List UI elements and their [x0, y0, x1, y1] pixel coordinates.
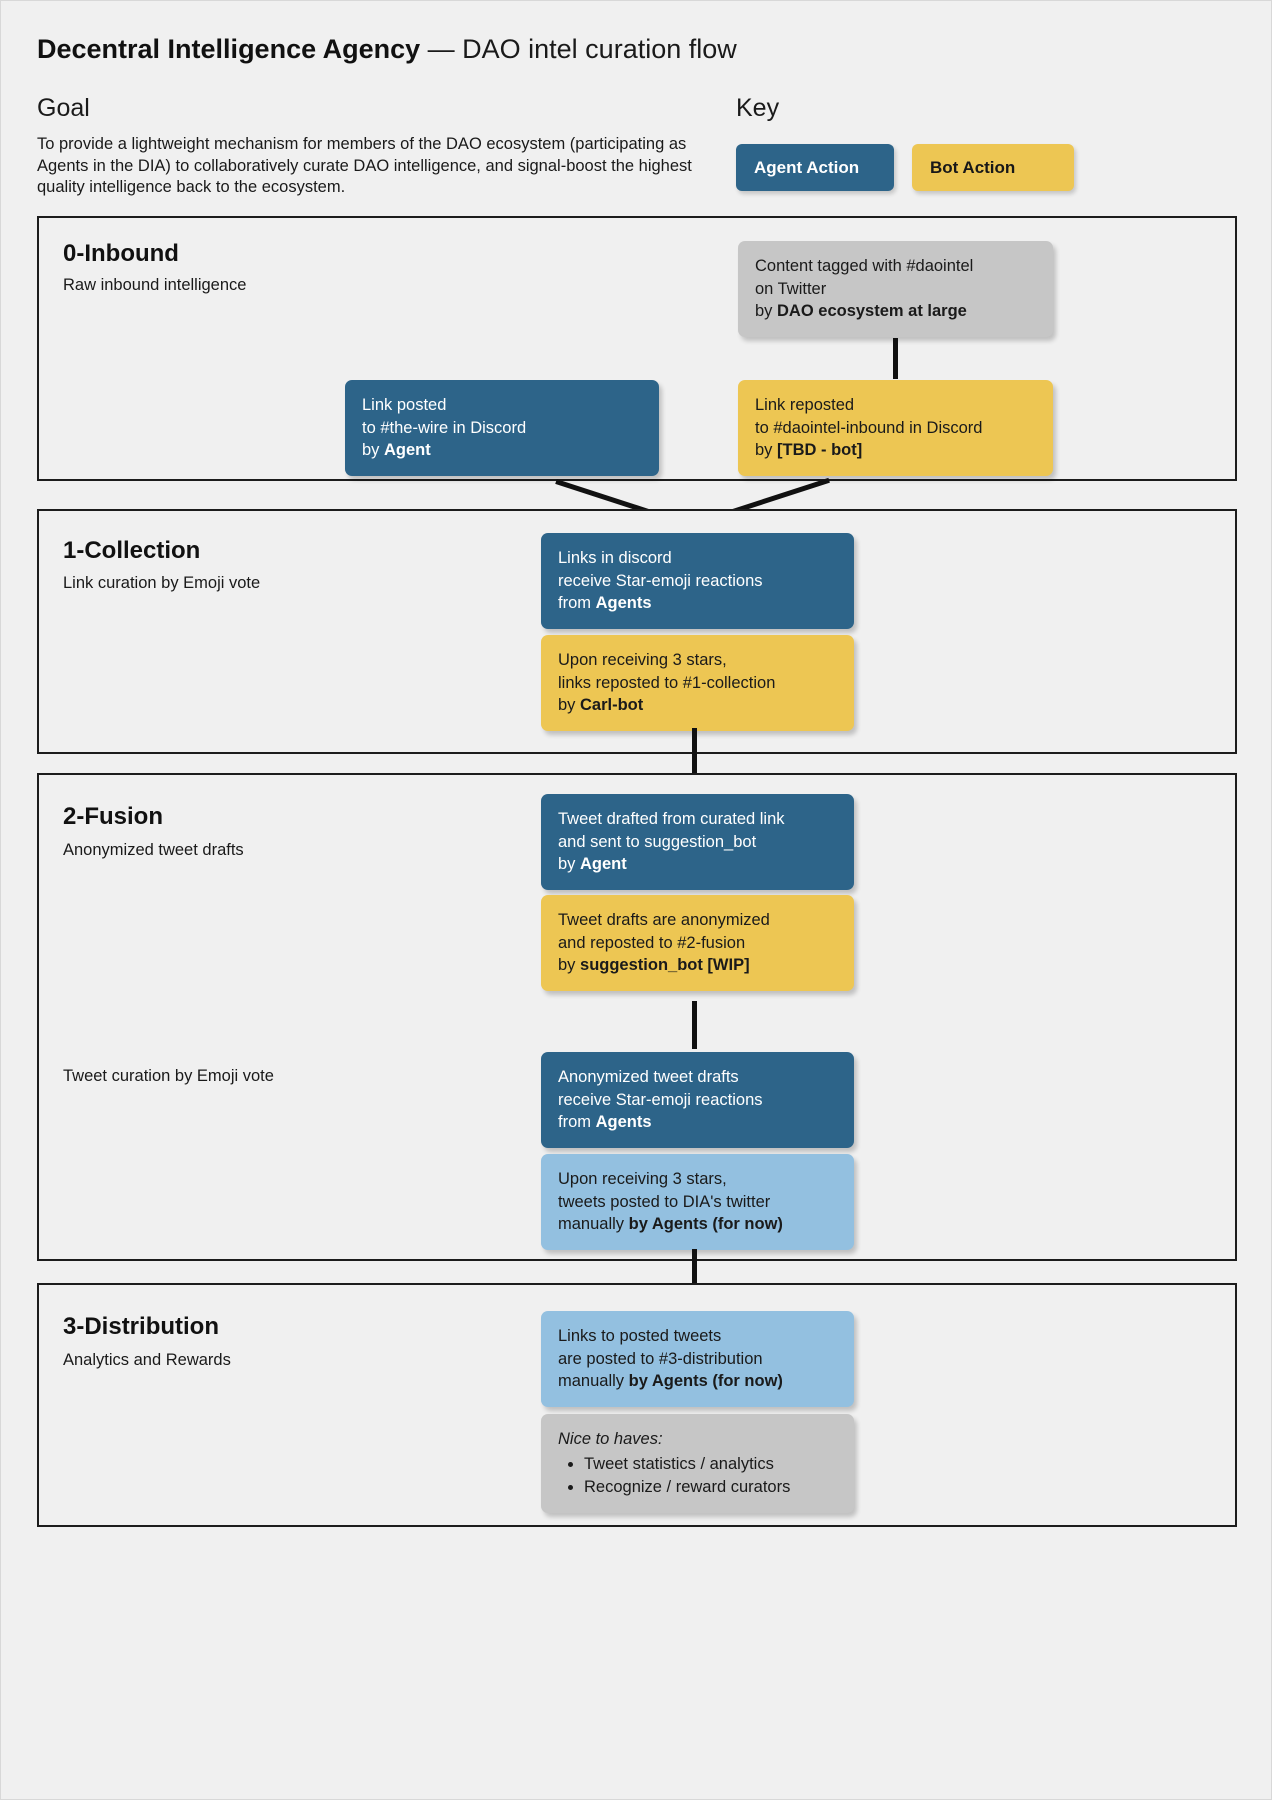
node-links-reposted-collection: Upon receiving 3 stars, links reposted t…	[541, 635, 854, 731]
stage-2-subtitle-curation: Tweet curation by Emoji vote	[63, 1067, 274, 1085]
stage-1-title: 1-Collection	[63, 537, 201, 564]
key-legend: Agent Action Bot Action	[736, 144, 1074, 191]
node-link-posted-wire: Link posted to #the-wire in Discord by A…	[345, 380, 659, 476]
legend-bot-action: Bot Action	[912, 144, 1074, 191]
node-links-star-l3: from	[558, 594, 596, 612]
stage-0-subtitle: Raw inbound intelligence	[63, 276, 247, 294]
node-links-distribution: Links to posted tweets are posted to #3-…	[541, 1311, 854, 1407]
node-link-reposted-inbound: Link reposted to #daointel-inbound in Di…	[738, 380, 1053, 476]
node-content-tagged: Content tagged with #daointel on Twitter…	[738, 241, 1053, 337]
stage-0-title: 0-Inbound	[63, 240, 179, 267]
node-drafts-star-l2: receive Star-emoji reactions	[558, 1090, 763, 1109]
node-drafts-anon-l2: and reposted to #2-fusion	[558, 933, 746, 952]
node-tweet-drafted-actor: Agent	[580, 855, 627, 873]
node-content-tagged-l2: on Twitter	[755, 279, 827, 298]
node-links-reposted-l1: Upon receiving 3 stars,	[558, 651, 727, 669]
nice-to-haves-label: Nice to haves:	[558, 1430, 663, 1448]
nice-to-haves-list: Tweet statistics / analytics Recognize /…	[558, 1453, 837, 1499]
node-tweets-posted-actor: by Agents (for now)	[628, 1215, 783, 1233]
node-tweet-drafted-l1: Tweet drafted from curated link	[558, 810, 785, 828]
connector-content-to-repost	[893, 338, 898, 379]
node-drafts-star-actor: Agents	[595, 1113, 652, 1131]
node-drafts-anonymized: Tweet drafts are anonymized and reposted…	[541, 895, 854, 991]
connector-fusion-internal	[692, 1001, 697, 1049]
node-links-star-reactions: Links in discord receive Star-emoji reac…	[541, 533, 854, 629]
node-tweet-drafted-l3: by	[558, 855, 581, 873]
node-link-reposted-inbound-l2: to #daointel-inbound in Discord	[755, 418, 983, 437]
node-links-dist-actor: by Agents (for now)	[628, 1372, 783, 1390]
connector-fusion-to-distribution	[692, 1249, 697, 1307]
node-drafts-anon-l3: by	[558, 956, 581, 974]
node-links-dist-l3: manually	[558, 1372, 629, 1390]
node-links-reposted-actor: Carl-bot	[580, 696, 644, 714]
node-link-reposted-inbound-l3: by	[755, 441, 778, 459]
list-item: Tweet statistics / analytics	[584, 1453, 837, 1476]
legend-agent-action: Agent Action	[736, 144, 894, 191]
node-links-dist-l2: are posted to #3-distribution	[558, 1349, 763, 1368]
page-title-strong: Decentral Intelligence Agency	[37, 34, 421, 64]
node-tweet-drafted: Tweet drafted from curated link and sent…	[541, 794, 854, 890]
node-link-posted-wire-l1: Link posted	[362, 396, 447, 414]
stage-2-title: 2-Fusion	[63, 803, 163, 830]
node-link-posted-wire-l2: to #the-wire in Discord	[362, 418, 527, 437]
page-title: Decentral Intelligence Agency — DAO inte…	[37, 34, 737, 65]
node-link-reposted-inbound-actor: [TBD - bot]	[777, 441, 863, 459]
node-link-posted-wire-l3: by	[362, 441, 385, 459]
node-links-star-l1: Links in discord	[558, 549, 672, 567]
goal-heading: Goal	[37, 94, 90, 122]
node-tweet-drafted-l2: and sent to suggestion_bot	[558, 832, 757, 851]
stage-1-subtitle: Link curation by Emoji vote	[63, 574, 261, 592]
node-drafts-anon-l1: Tweet drafts are anonymized	[558, 911, 770, 929]
node-drafts-star-l3: from	[558, 1113, 596, 1131]
stage-2-subtitle-drafts: Anonymized tweet drafts	[63, 841, 244, 859]
stage-3-title: 3-Distribution	[63, 1313, 219, 1340]
node-links-star-l2: receive Star-emoji reactions	[558, 571, 763, 590]
connector-collection-to-fusion	[692, 728, 697, 783]
node-drafts-anon-actor: suggestion_bot [WIP]	[580, 956, 750, 974]
node-tweets-posted: Upon receiving 3 stars, tweets posted to…	[541, 1154, 854, 1250]
node-content-tagged-actor: DAO ecosystem at large	[777, 302, 967, 320]
node-links-reposted-l2: links reposted to #1-collection	[558, 673, 776, 692]
node-drafts-star-l1: Anonymized tweet drafts	[558, 1068, 739, 1086]
node-link-posted-wire-actor: Agent	[384, 441, 431, 459]
node-links-star-actor: Agents	[595, 594, 652, 612]
node-tweets-posted-l3: manually	[558, 1215, 629, 1233]
node-drafts-star-reactions: Anonymized tweet drafts receive Star-emo…	[541, 1052, 854, 1148]
list-item: Recognize / reward curators	[584, 1476, 837, 1499]
node-content-tagged-l3: by	[755, 302, 778, 320]
node-nice-to-haves: Nice to haves: Tweet statistics / analyt…	[541, 1414, 854, 1513]
page-title-rest: — DAO intel curation flow	[420, 34, 737, 64]
node-content-tagged-l1: Content tagged with #daointel	[755, 257, 974, 275]
node-links-dist-l1: Links to posted tweets	[558, 1327, 722, 1345]
node-tweets-posted-l2: tweets posted to DIA's twitter	[558, 1192, 771, 1211]
node-links-reposted-l3: by	[558, 696, 581, 714]
key-heading: Key	[736, 94, 780, 122]
goal-body: To provide a lightweight mechanism for m…	[37, 135, 692, 196]
node-link-reposted-inbound-l1: Link reposted	[755, 396, 855, 414]
stage-3-subtitle: Analytics and Rewards	[63, 1351, 231, 1369]
node-tweets-posted-l1: Upon receiving 3 stars,	[558, 1170, 727, 1188]
